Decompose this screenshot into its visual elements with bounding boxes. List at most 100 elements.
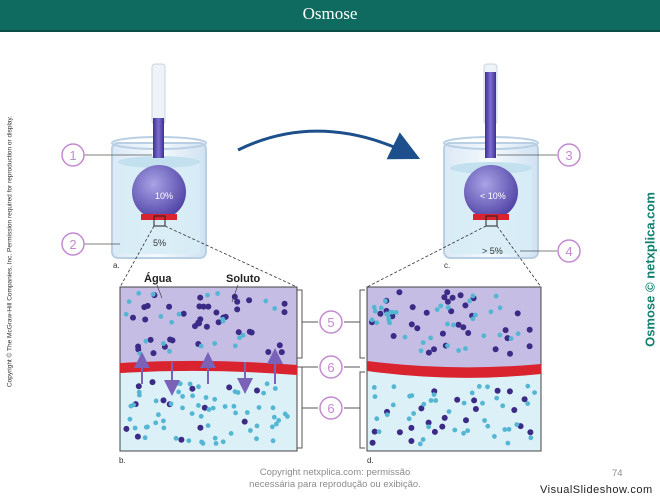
solute-particle	[278, 349, 285, 356]
solute-particle	[396, 289, 403, 296]
solute-particle	[414, 325, 421, 332]
water-particle	[473, 312, 478, 318]
water-particle	[433, 398, 439, 403]
solute-particle	[514, 310, 521, 317]
solute-particle	[441, 414, 448, 421]
page-number: 74	[612, 468, 623, 479]
solute-particle	[246, 328, 253, 335]
water-particle	[409, 393, 415, 398]
solute-particle	[134, 433, 141, 440]
water-particle	[132, 425, 138, 431]
water-particle	[161, 341, 166, 346]
water-particle	[369, 317, 375, 323]
water-particle	[384, 311, 390, 317]
water-particle	[494, 395, 500, 401]
water-particle	[532, 390, 537, 395]
water-particle	[276, 418, 282, 423]
water-particle	[177, 381, 183, 387]
water-particle	[198, 343, 204, 349]
solute-particle	[506, 388, 513, 395]
water-particle	[428, 398, 434, 403]
solute-particle	[167, 336, 174, 343]
solute-particle	[213, 309, 220, 316]
water-particle	[254, 436, 259, 442]
water-particle	[126, 299, 132, 304]
panel-letter-d: d.	[367, 456, 374, 465]
water-particle	[176, 389, 182, 395]
panel-letter-c: c.	[444, 261, 450, 270]
solute-particle	[226, 384, 233, 391]
solute-particle	[492, 346, 499, 353]
water-particle	[142, 435, 148, 441]
footer-line-1: Copyright netxplica.com: permissão	[259, 467, 411, 478]
solute-particle	[150, 350, 157, 357]
water-particle	[465, 428, 470, 434]
solute-particle	[241, 418, 248, 425]
water-particle	[127, 416, 133, 422]
water-particle	[205, 292, 210, 298]
solute-particle	[425, 349, 432, 356]
water-particle	[205, 423, 211, 428]
water-particle	[418, 348, 424, 354]
solute-particle	[390, 333, 397, 339]
solute-particle	[408, 321, 415, 328]
solute-particle	[521, 396, 528, 403]
solute-particle	[462, 302, 469, 309]
water-particle	[168, 401, 174, 407]
solute-particle	[265, 349, 272, 355]
solute-particle	[123, 425, 130, 432]
water-particle	[272, 306, 278, 311]
water-particle	[371, 385, 377, 390]
water-particle	[500, 403, 506, 409]
water-particle	[215, 291, 221, 296]
water-particle	[128, 403, 134, 409]
water-particle	[169, 319, 175, 325]
solute-particle	[197, 294, 204, 301]
side-label: Osmose © netxplica.com	[642, 192, 658, 347]
callout-2: 2	[61, 232, 85, 256]
solute-particle	[502, 327, 509, 334]
water-particle	[402, 334, 408, 340]
water-particle	[446, 409, 452, 414]
water-particle	[190, 393, 196, 399]
water-particle	[158, 314, 164, 319]
solute-particle	[130, 314, 136, 321]
svg-text:4: 4	[565, 244, 572, 259]
beaker-right	[443, 63, 539, 259]
solute-particle	[203, 323, 210, 330]
water-label: Água	[144, 272, 172, 285]
solute-particle	[425, 419, 432, 426]
water-particle	[189, 411, 195, 416]
beaker-left	[111, 63, 207, 259]
water-particle	[420, 437, 426, 442]
water-particle	[220, 439, 226, 445]
water-particle	[470, 316, 476, 322]
water-particle	[476, 384, 482, 389]
water-particle	[186, 438, 192, 444]
svg-text:6: 6	[327, 360, 334, 375]
solute-particle	[135, 383, 142, 390]
water-particle	[143, 338, 149, 344]
solute-particle	[369, 439, 376, 446]
solute-particle	[448, 308, 455, 315]
panel-letter-a: a.	[113, 261, 120, 270]
solute-particle	[254, 387, 260, 394]
water-particle	[461, 400, 467, 406]
solute-particle	[471, 397, 478, 404]
solute-particle	[463, 417, 469, 424]
water-particle	[467, 298, 473, 304]
water-particle	[386, 317, 392, 323]
beaker-right-inside-concentration: < 10%	[480, 191, 506, 201]
water-particle	[161, 418, 166, 424]
solute-particle	[149, 379, 156, 386]
solute-particle	[276, 342, 283, 349]
water-particle	[150, 291, 156, 297]
water-particle	[488, 309, 494, 315]
water-particle	[372, 308, 378, 314]
water-particle	[145, 424, 150, 430]
water-particle	[212, 396, 218, 402]
water-particle	[378, 305, 384, 311]
solute-particle	[166, 303, 173, 310]
water-particle	[261, 390, 266, 396]
water-particle	[445, 343, 450, 349]
